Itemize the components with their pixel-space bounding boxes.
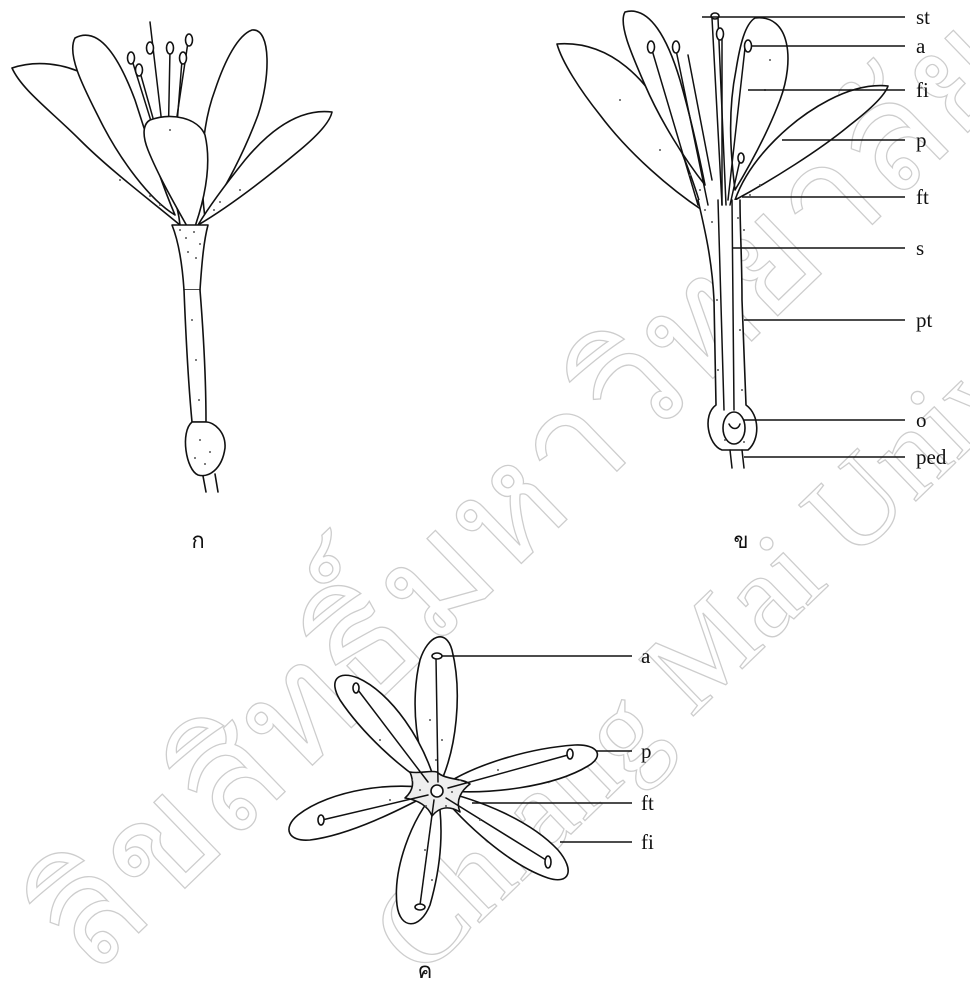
- label-ft: ft: [641, 791, 654, 815]
- label-fi: fi: [641, 830, 654, 854]
- label-a: a: [916, 34, 926, 58]
- label-ped: ped: [916, 445, 947, 469]
- figure-ka-whole-flower: ก: [12, 22, 332, 553]
- label-s: s: [916, 236, 924, 260]
- label-o: o: [916, 408, 927, 432]
- label-st: st: [916, 5, 930, 29]
- caption-ka: ก: [191, 528, 204, 553]
- label-p: p: [641, 739, 652, 763]
- label-pt: pt: [916, 308, 933, 332]
- label-a: a: [641, 644, 651, 668]
- label-ft: ft: [916, 185, 929, 209]
- label-p: p: [916, 128, 927, 152]
- label-fi: fi: [916, 78, 929, 102]
- caption-kho: ข: [733, 528, 748, 553]
- caption-kho-khwai: ค: [418, 958, 433, 983]
